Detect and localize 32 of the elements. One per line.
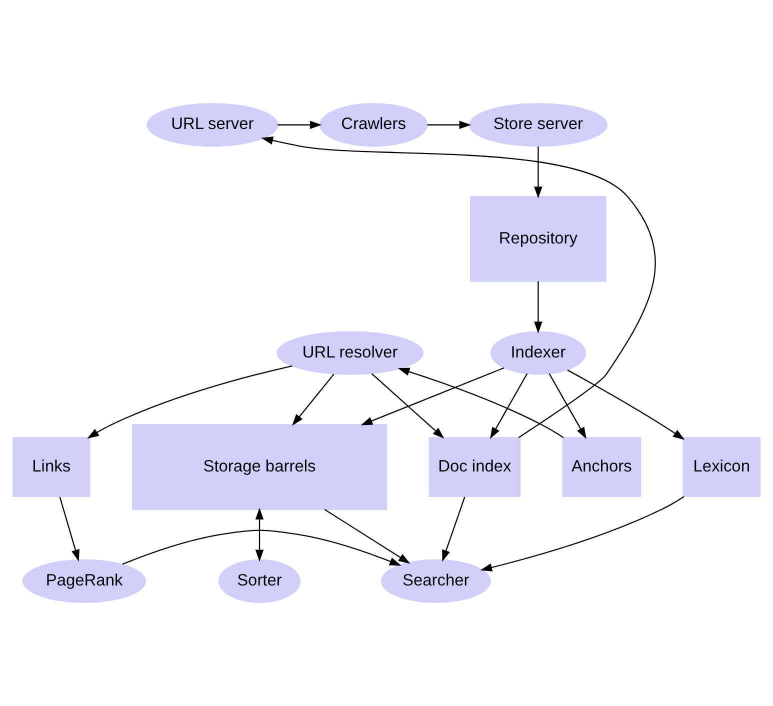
- arrow: [534, 146, 542, 198]
- node-ellipse: Store server: [468, 103, 608, 147]
- arrow: [261, 136, 656, 438]
- node-ellipse: Crawlers: [319, 103, 428, 147]
- arrow: [360, 367, 504, 426]
- arrow: [371, 373, 444, 439]
- node-ellipse: PageRank: [22, 559, 146, 603]
- arrow: [324, 509, 410, 564]
- node-ellipse: Indexer: [490, 331, 586, 375]
- node-ellipse: Searcher: [380, 559, 491, 603]
- arrow: [442, 496, 466, 562]
- node-ellipse: Sorter: [218, 559, 301, 603]
- node-box: Doc index: [428, 437, 521, 498]
- node-box: Lexicon: [682, 437, 760, 498]
- arrow: [480, 496, 684, 572]
- node-box: Links: [12, 437, 90, 498]
- node-box: Anchors: [562, 437, 642, 498]
- arrow: [87, 365, 292, 439]
- arrow: [278, 120, 322, 129]
- arrow: [398, 368, 564, 438]
- arrow: [534, 281, 542, 334]
- node-ellipse: URL server: [146, 103, 278, 147]
- arrow: [490, 373, 528, 439]
- arrow: [292, 374, 334, 426]
- arrow: [427, 120, 472, 129]
- arrow: [122, 530, 402, 566]
- arrow: [567, 370, 685, 440]
- node-box: Repository: [470, 196, 606, 282]
- arrow: [59, 496, 80, 562]
- arrow: [255, 508, 264, 562]
- node-box: Storage barrels: [132, 424, 388, 510]
- arrow: [548, 373, 586, 439]
